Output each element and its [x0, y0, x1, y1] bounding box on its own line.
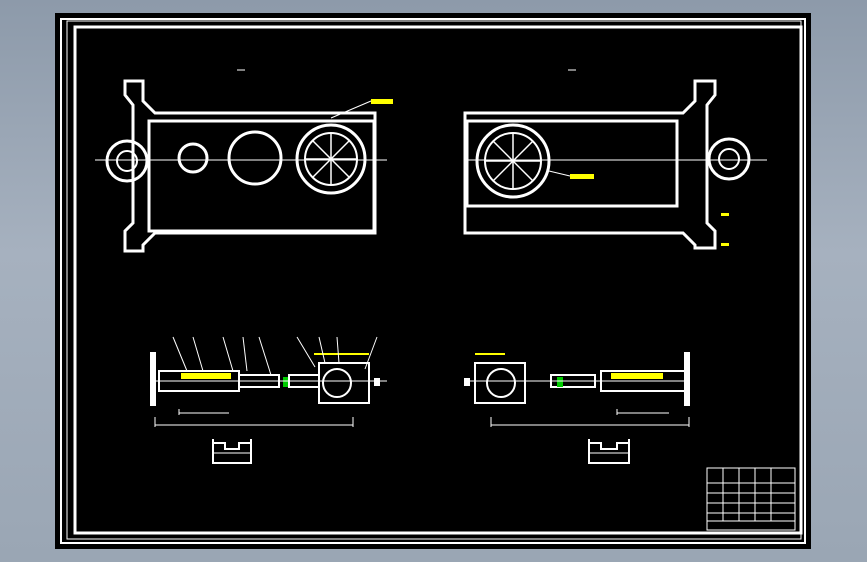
cad-drawing[interactable] [55, 13, 811, 549]
bottom-left-view[interactable] [150, 336, 387, 464]
title-block[interactable] [706, 467, 796, 531]
drawing-sheet[interactable] [55, 13, 811, 549]
top-right-view[interactable] [463, 69, 767, 250]
top-left-view[interactable] [95, 69, 393, 253]
bottom-right-view[interactable] [464, 352, 690, 464]
sheet-border [60, 18, 806, 544]
